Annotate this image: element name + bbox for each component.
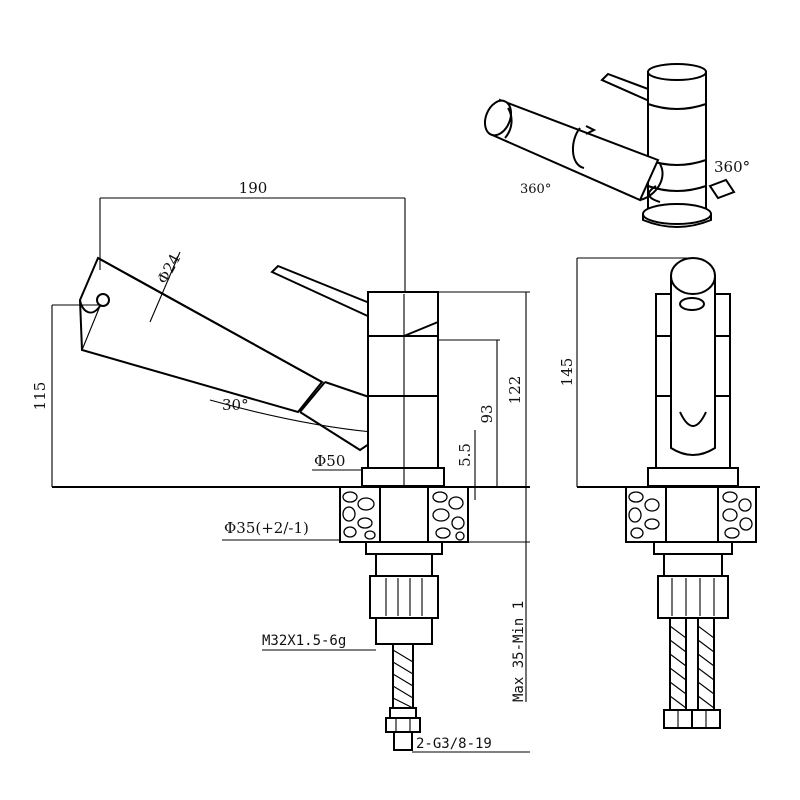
dim-122: 122: [506, 376, 524, 405]
dim-phi35: Φ35(+2/-1): [224, 519, 309, 537]
side-view: 190 115 Φ24 30° 12: [31, 179, 530, 753]
dim-190: 190: [239, 179, 268, 197]
countertop-stones-front: [628, 491, 753, 539]
body-rotation-label: 360°: [714, 158, 750, 176]
front-view: 145: [558, 257, 760, 729]
dim-phi50: Φ50: [314, 452, 345, 470]
dim-max-min: Max 35-Min 1: [511, 601, 527, 702]
dim-hose: 2-G3/8-19: [416, 736, 492, 752]
isometric-view: 360° 360°: [483, 63, 750, 228]
dim-5-5: 5.5: [456, 443, 474, 467]
countertop-stones: [342, 491, 465, 541]
dim-phi24: Φ24: [154, 251, 185, 287]
dim-93: 93: [478, 404, 496, 423]
dim-thread: M32X1.5-6g: [262, 633, 346, 649]
dim-30-angle: 30°: [222, 396, 249, 414]
dim-145: 145: [558, 358, 576, 387]
spout-rotation-label: 360°: [520, 182, 551, 197]
dim-115: 115: [31, 382, 49, 411]
